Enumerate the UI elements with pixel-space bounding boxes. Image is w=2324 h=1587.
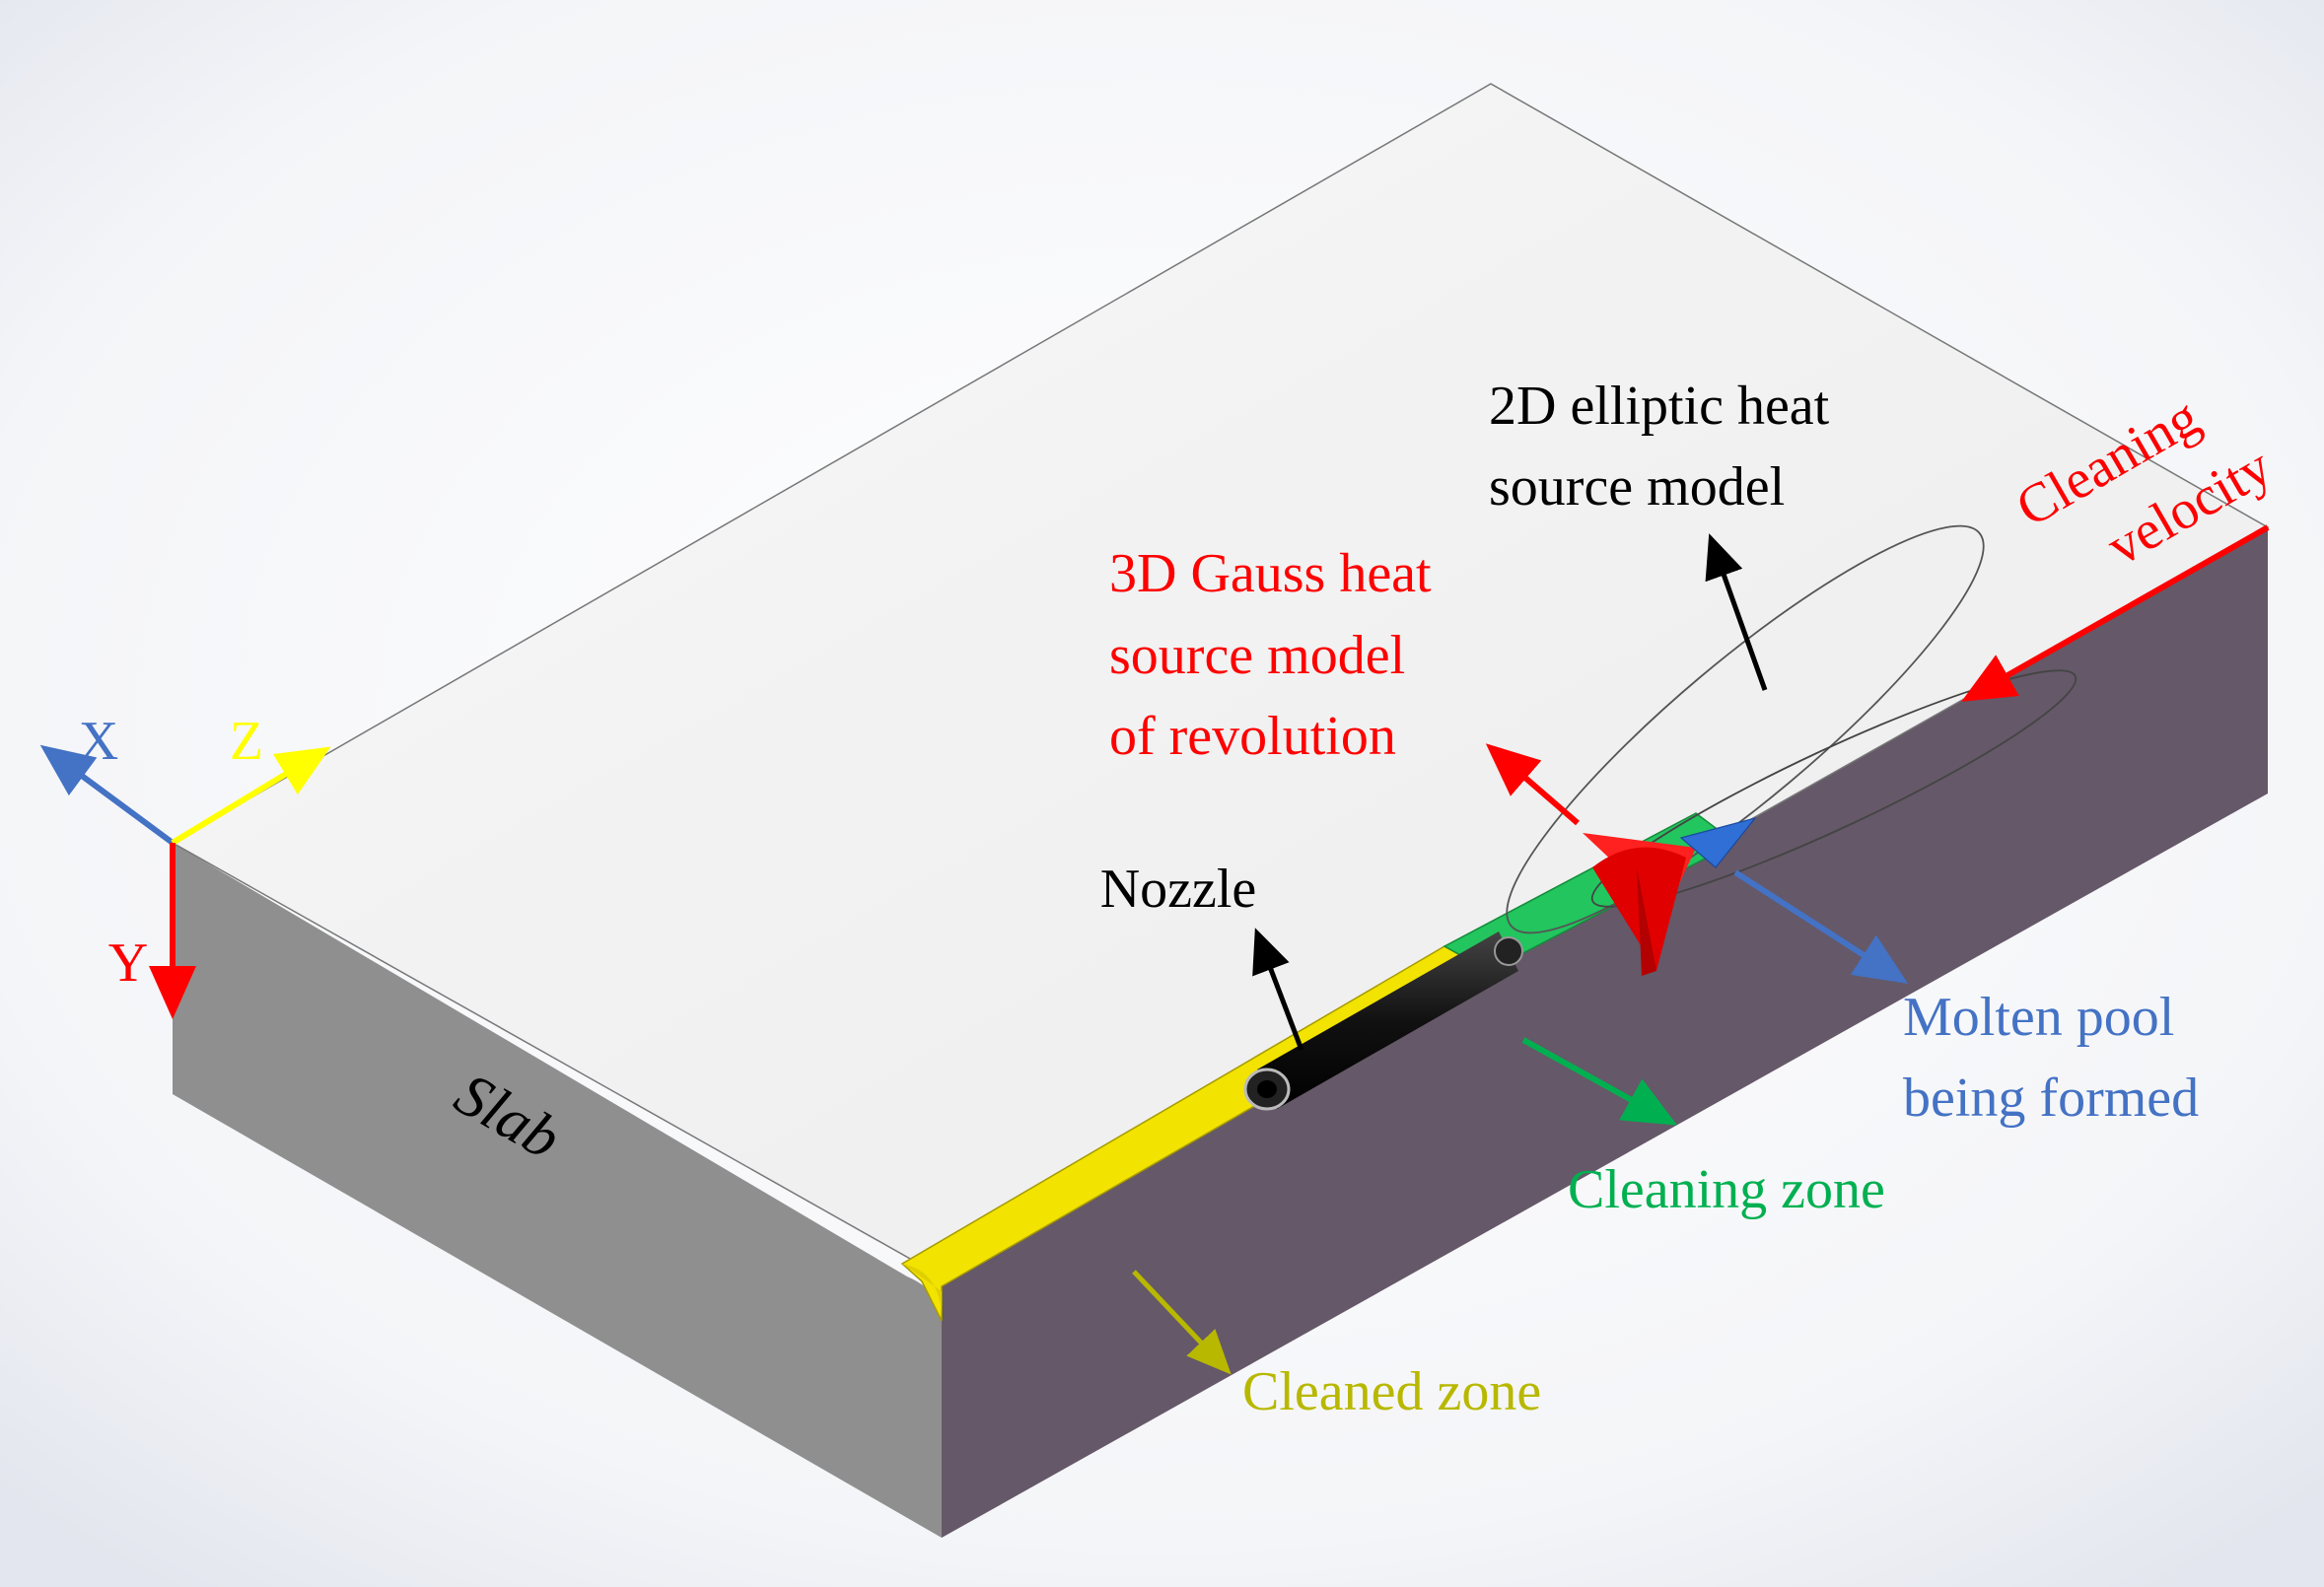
coordinate-axes: X Z Y (39, 711, 331, 1019)
molten-pool-line-1: Molten pool (1903, 987, 2174, 1048)
y-axis-label: Y (108, 932, 148, 994)
slab-right-face (942, 527, 2268, 1538)
gauss-model-label: 3D Gauss heat source model of revolution (1109, 543, 1445, 767)
velocity-arrow (1961, 524, 2270, 702)
slab-front-face (173, 843, 942, 1538)
cleaned-zone-pointer-arrow (1132, 1270, 1232, 1375)
slab (171, 83, 2270, 1538)
z-axis-arrow (171, 746, 331, 846)
nozzle (1243, 932, 1523, 1111)
elliptic-heat-source-shadow (1590, 669, 2078, 908)
cleaning-zone-label: Cleaning zone (1568, 1159, 1885, 1220)
gauss-model-line-3: of revolution (1109, 706, 1396, 767)
elliptic-model-line-1: 2D elliptic heat (1489, 376, 1830, 437)
molten-pool-line-2: being formed (1903, 1068, 2199, 1129)
cleaned-zone-rounded-end (902, 1264, 942, 1321)
molten-pool-pointer-arrow (1733, 869, 1909, 985)
x-axis-arrow (39, 744, 175, 846)
cleaned-zone-label: Cleaned zone (1242, 1361, 1541, 1422)
nozzle-pointer-arrow (1252, 928, 1304, 1051)
elliptic-model-label: 2D elliptic heat source model (1489, 376, 1843, 518)
nozzle-label: Nozzle (1100, 859, 1257, 920)
elliptic-model-line-2: source model (1489, 456, 1785, 518)
gauss-pointer-arrow (1485, 743, 1580, 826)
molten-pool-label: Molten pool being formed (1903, 987, 2199, 1129)
gauss-heat-source (1583, 833, 1696, 976)
cleaning-zone-pointer-arrow (1521, 1037, 1677, 1126)
x-axis-label: X (79, 711, 118, 772)
z-axis-label: Z (230, 711, 263, 772)
gauss-model-line-1: 3D Gauss heat (1109, 543, 1432, 604)
gauss-model-line-2: source model (1109, 625, 1405, 686)
molten-pool-shape (1679, 816, 1757, 868)
nozzle-rear-opening (1494, 936, 1523, 966)
elliptic-heat-source-ellipse (1506, 524, 1985, 934)
elliptic-pointer-arrow (1705, 533, 1768, 691)
